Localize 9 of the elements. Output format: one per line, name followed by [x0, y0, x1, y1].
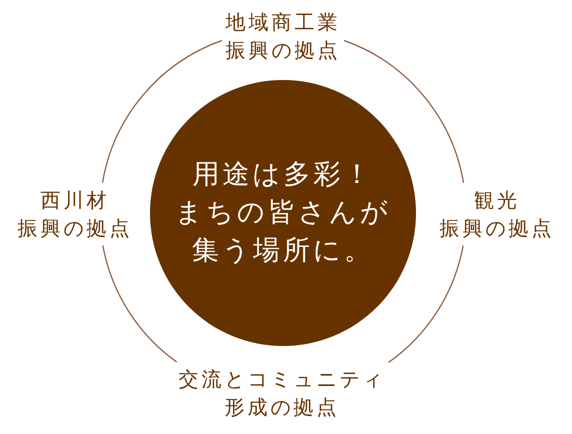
- ring-label: 観光振興の拠点: [440, 186, 554, 242]
- ring-label: 西川材振興の拠点: [18, 186, 132, 242]
- arc-line: [102, 245, 178, 362]
- arc-line: [102, 40, 222, 183]
- ring-label: 地域商工業振興の拠点: [226, 8, 340, 64]
- center-text: 用途は多彩！まちの皆さんが集う場所に。: [175, 158, 391, 268]
- ring-label: 交流とコミュニティ形成の拠点: [178, 365, 386, 421]
- arc-line: [344, 40, 464, 183]
- arc-line: [388, 245, 464, 363]
